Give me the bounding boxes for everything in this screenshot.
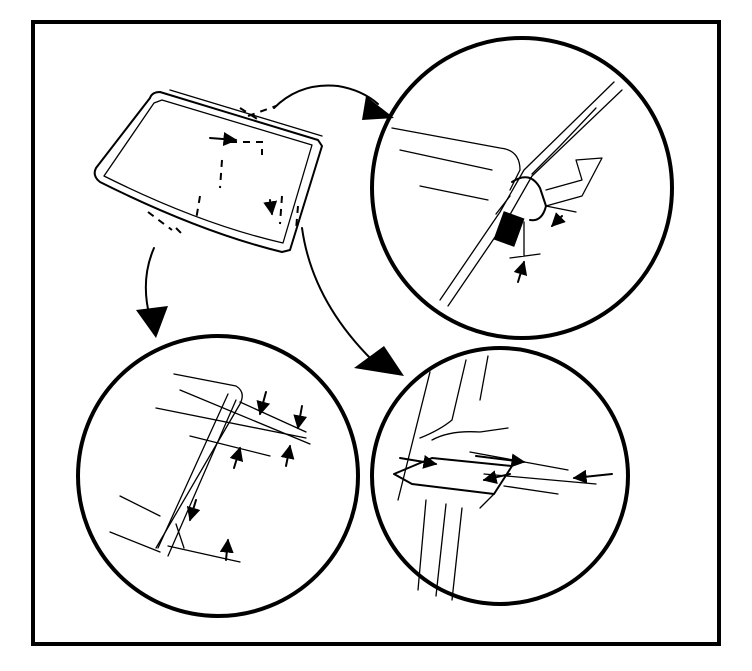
arrow-to-lower-right-detail — [301, 227, 404, 376]
spacer-detail — [370, 346, 630, 606]
upper-molding-detail — [370, 36, 674, 340]
side-molding-detail — [76, 334, 360, 618]
detail-callouts — [147, 105, 299, 237]
arrow-to-lower-left-detail — [136, 247, 168, 338]
arrow-to-upper-detail — [273, 84, 394, 120]
windshield-glass — [93, 89, 323, 253]
figure-border — [31, 20, 721, 646]
